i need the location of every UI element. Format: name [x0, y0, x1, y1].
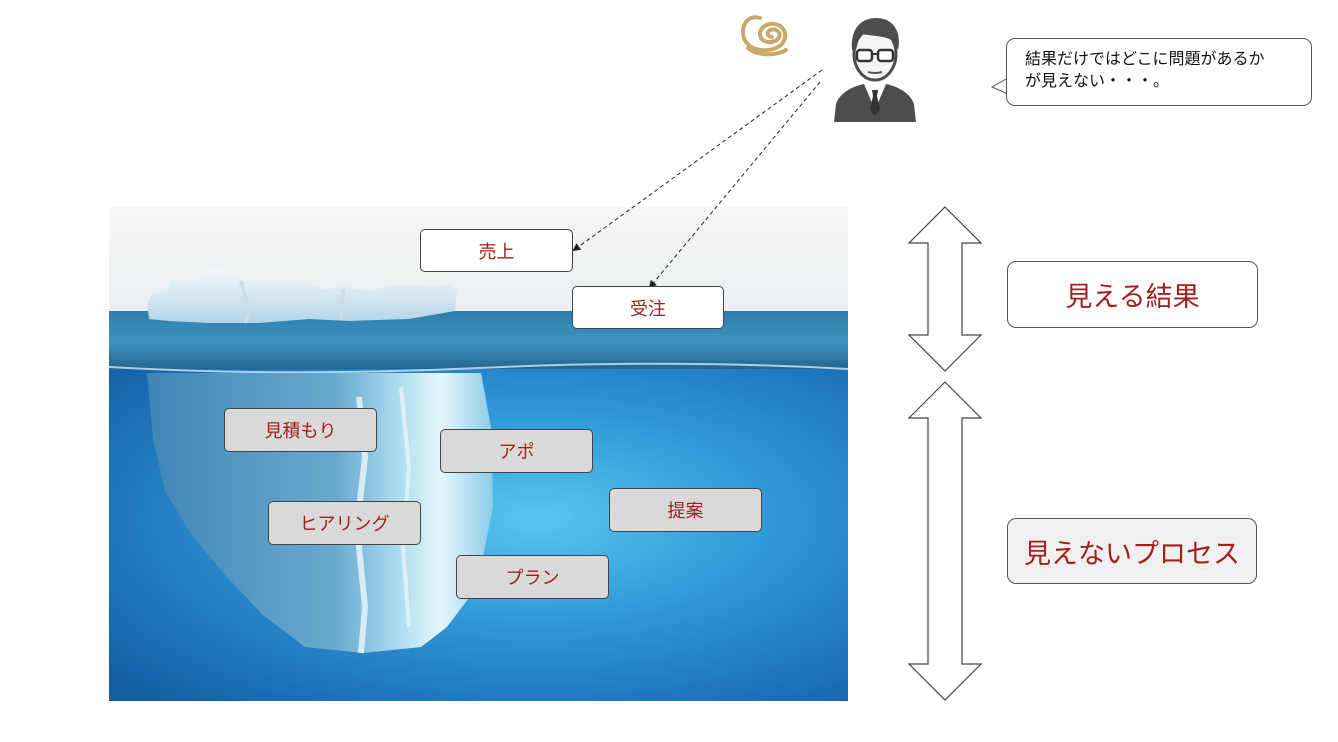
visible-results-label: 見える結果 — [1007, 261, 1258, 328]
invisible-process-label: 見えないプロセス — [1007, 518, 1257, 584]
estimate-label: 見積もり — [224, 408, 377, 452]
arrow-to-sales — [574, 70, 822, 250]
double-arrow-invisible — [905, 380, 985, 704]
double-arrow-visible — [905, 205, 985, 375]
speech-bubble-line-1: 結果だけではどこに問題があるか — [1025, 48, 1301, 70]
orders-label: 受注 — [572, 286, 724, 329]
arrow-to-orders — [650, 82, 820, 287]
sales-label: 売上 — [420, 229, 573, 272]
businessman-with-glasses-icon — [830, 14, 920, 124]
appointment-label: アポ — [440, 429, 593, 473]
hearing-label: ヒアリング — [268, 501, 421, 545]
plan-label: プラン — [456, 555, 609, 599]
proposal-label: 提案 — [609, 488, 762, 532]
speech-bubble-line-2: が見えない・・・。 — [1025, 70, 1301, 92]
speech-bubble: 結果だけではどこに問題があるか が見えない・・・。 — [1006, 38, 1312, 106]
swirl-scribble-icon — [738, 10, 798, 58]
